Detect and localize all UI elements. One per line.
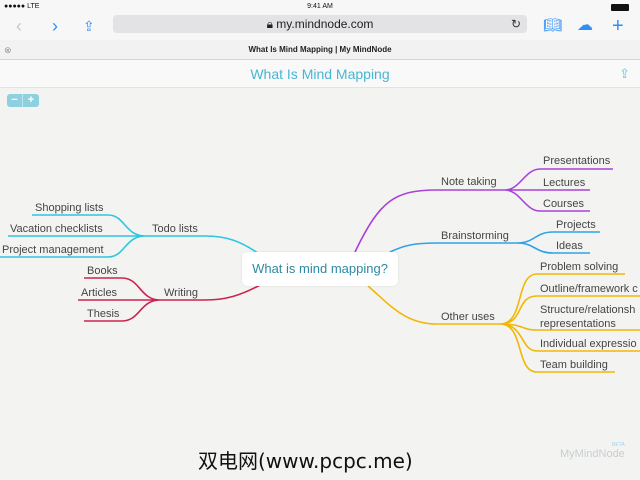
tab-title: What Is Mind Mapping | My MindNode — [248, 45, 392, 54]
battery-icon — [611, 4, 629, 11]
back-icon[interactable]: ‹ — [16, 16, 22, 36]
clock: 9:41 AM — [307, 3, 333, 10]
node[interactable]: Structure/relationsh — [540, 304, 635, 316]
central-node[interactable]: What is mind mapping? — [242, 252, 398, 286]
node[interactable]: Vacation checklists — [10, 223, 103, 235]
zoom-out-button[interactable]: − — [7, 94, 23, 107]
node-todo[interactable]: Todo lists — [152, 223, 198, 235]
lock-icon: 🔒︎ — [266, 17, 277, 31]
address-bar[interactable]: 🔒︎ my.mindnode.com ↻ — [113, 15, 527, 33]
node[interactable]: Books — [87, 265, 118, 277]
node-other-uses[interactable]: Other uses — [441, 311, 495, 323]
zoom-in-button[interactable]: + — [23, 94, 39, 107]
node[interactable]: Thesis — [87, 308, 120, 320]
node-brainstorming[interactable]: Brainstorming — [441, 230, 509, 242]
zoom-controls: −+ — [7, 94, 39, 107]
node[interactable]: Project management — [2, 244, 104, 256]
cloud-icon[interactable]: ☁︎ — [577, 17, 593, 34]
branch-writing — [160, 283, 263, 301]
node[interactable]: Projects — [556, 219, 596, 231]
new-tab-icon[interactable]: + — [612, 15, 624, 37]
share-icon[interactable]: ⇪ — [619, 66, 630, 81]
node[interactable]: Problem solving — [540, 261, 618, 273]
page-header: What Is Mind Mapping ⇪ — [0, 60, 640, 88]
node[interactable]: Ideas — [556, 240, 583, 252]
carrier: ●●●●● LTE — [4, 3, 40, 10]
bookmarks-icon[interactable]: 📖︎ — [543, 17, 563, 34]
node-note-taking[interactable]: Note taking — [441, 176, 497, 188]
forward-icon[interactable]: › — [52, 16, 58, 36]
node[interactable]: Courses — [543, 198, 584, 210]
logo-text: MyMindNode — [560, 448, 625, 460]
page-title: What Is Mind Mapping — [250, 66, 390, 82]
share-icon[interactable]: ⇪ — [83, 18, 95, 34]
node[interactable]: Shopping lists — [35, 202, 104, 214]
url-text: my.mindnode.com — [276, 17, 374, 31]
close-tab-icon[interactable]: ⊗ — [4, 45, 12, 55]
node[interactable]: Outline/framework c — [540, 283, 638, 295]
browser-toolbar: ‹ › ⇪ 🔒︎ my.mindnode.com ↻ 📖︎ ☁︎ + — [0, 14, 640, 40]
watermark: 双电网(www.pcpc.me) — [198, 449, 413, 473]
status-bar: ●●●●● LTE 9:41 AM — [0, 0, 640, 14]
branch-todo — [145, 235, 263, 257]
node[interactable]: representations — [540, 318, 616, 330]
node[interactable]: Individual expressio — [540, 338, 637, 350]
reload-icon[interactable]: ↻ — [510, 17, 521, 31]
branch-brainstorming — [389, 242, 517, 253]
node[interactable]: Articles — [81, 287, 118, 299]
node-writing[interactable]: Writing — [164, 287, 198, 299]
branch-other-uses — [367, 285, 500, 325]
beta-badge: BETA — [612, 442, 625, 448]
node[interactable]: Team building — [540, 359, 608, 371]
tab[interactable]: ⊗ What Is Mind Mapping | My MindNode — [0, 40, 640, 60]
node[interactable]: Lectures — [543, 177, 586, 189]
branch-note-taking — [354, 189, 505, 253]
node[interactable]: Presentations — [543, 155, 611, 167]
